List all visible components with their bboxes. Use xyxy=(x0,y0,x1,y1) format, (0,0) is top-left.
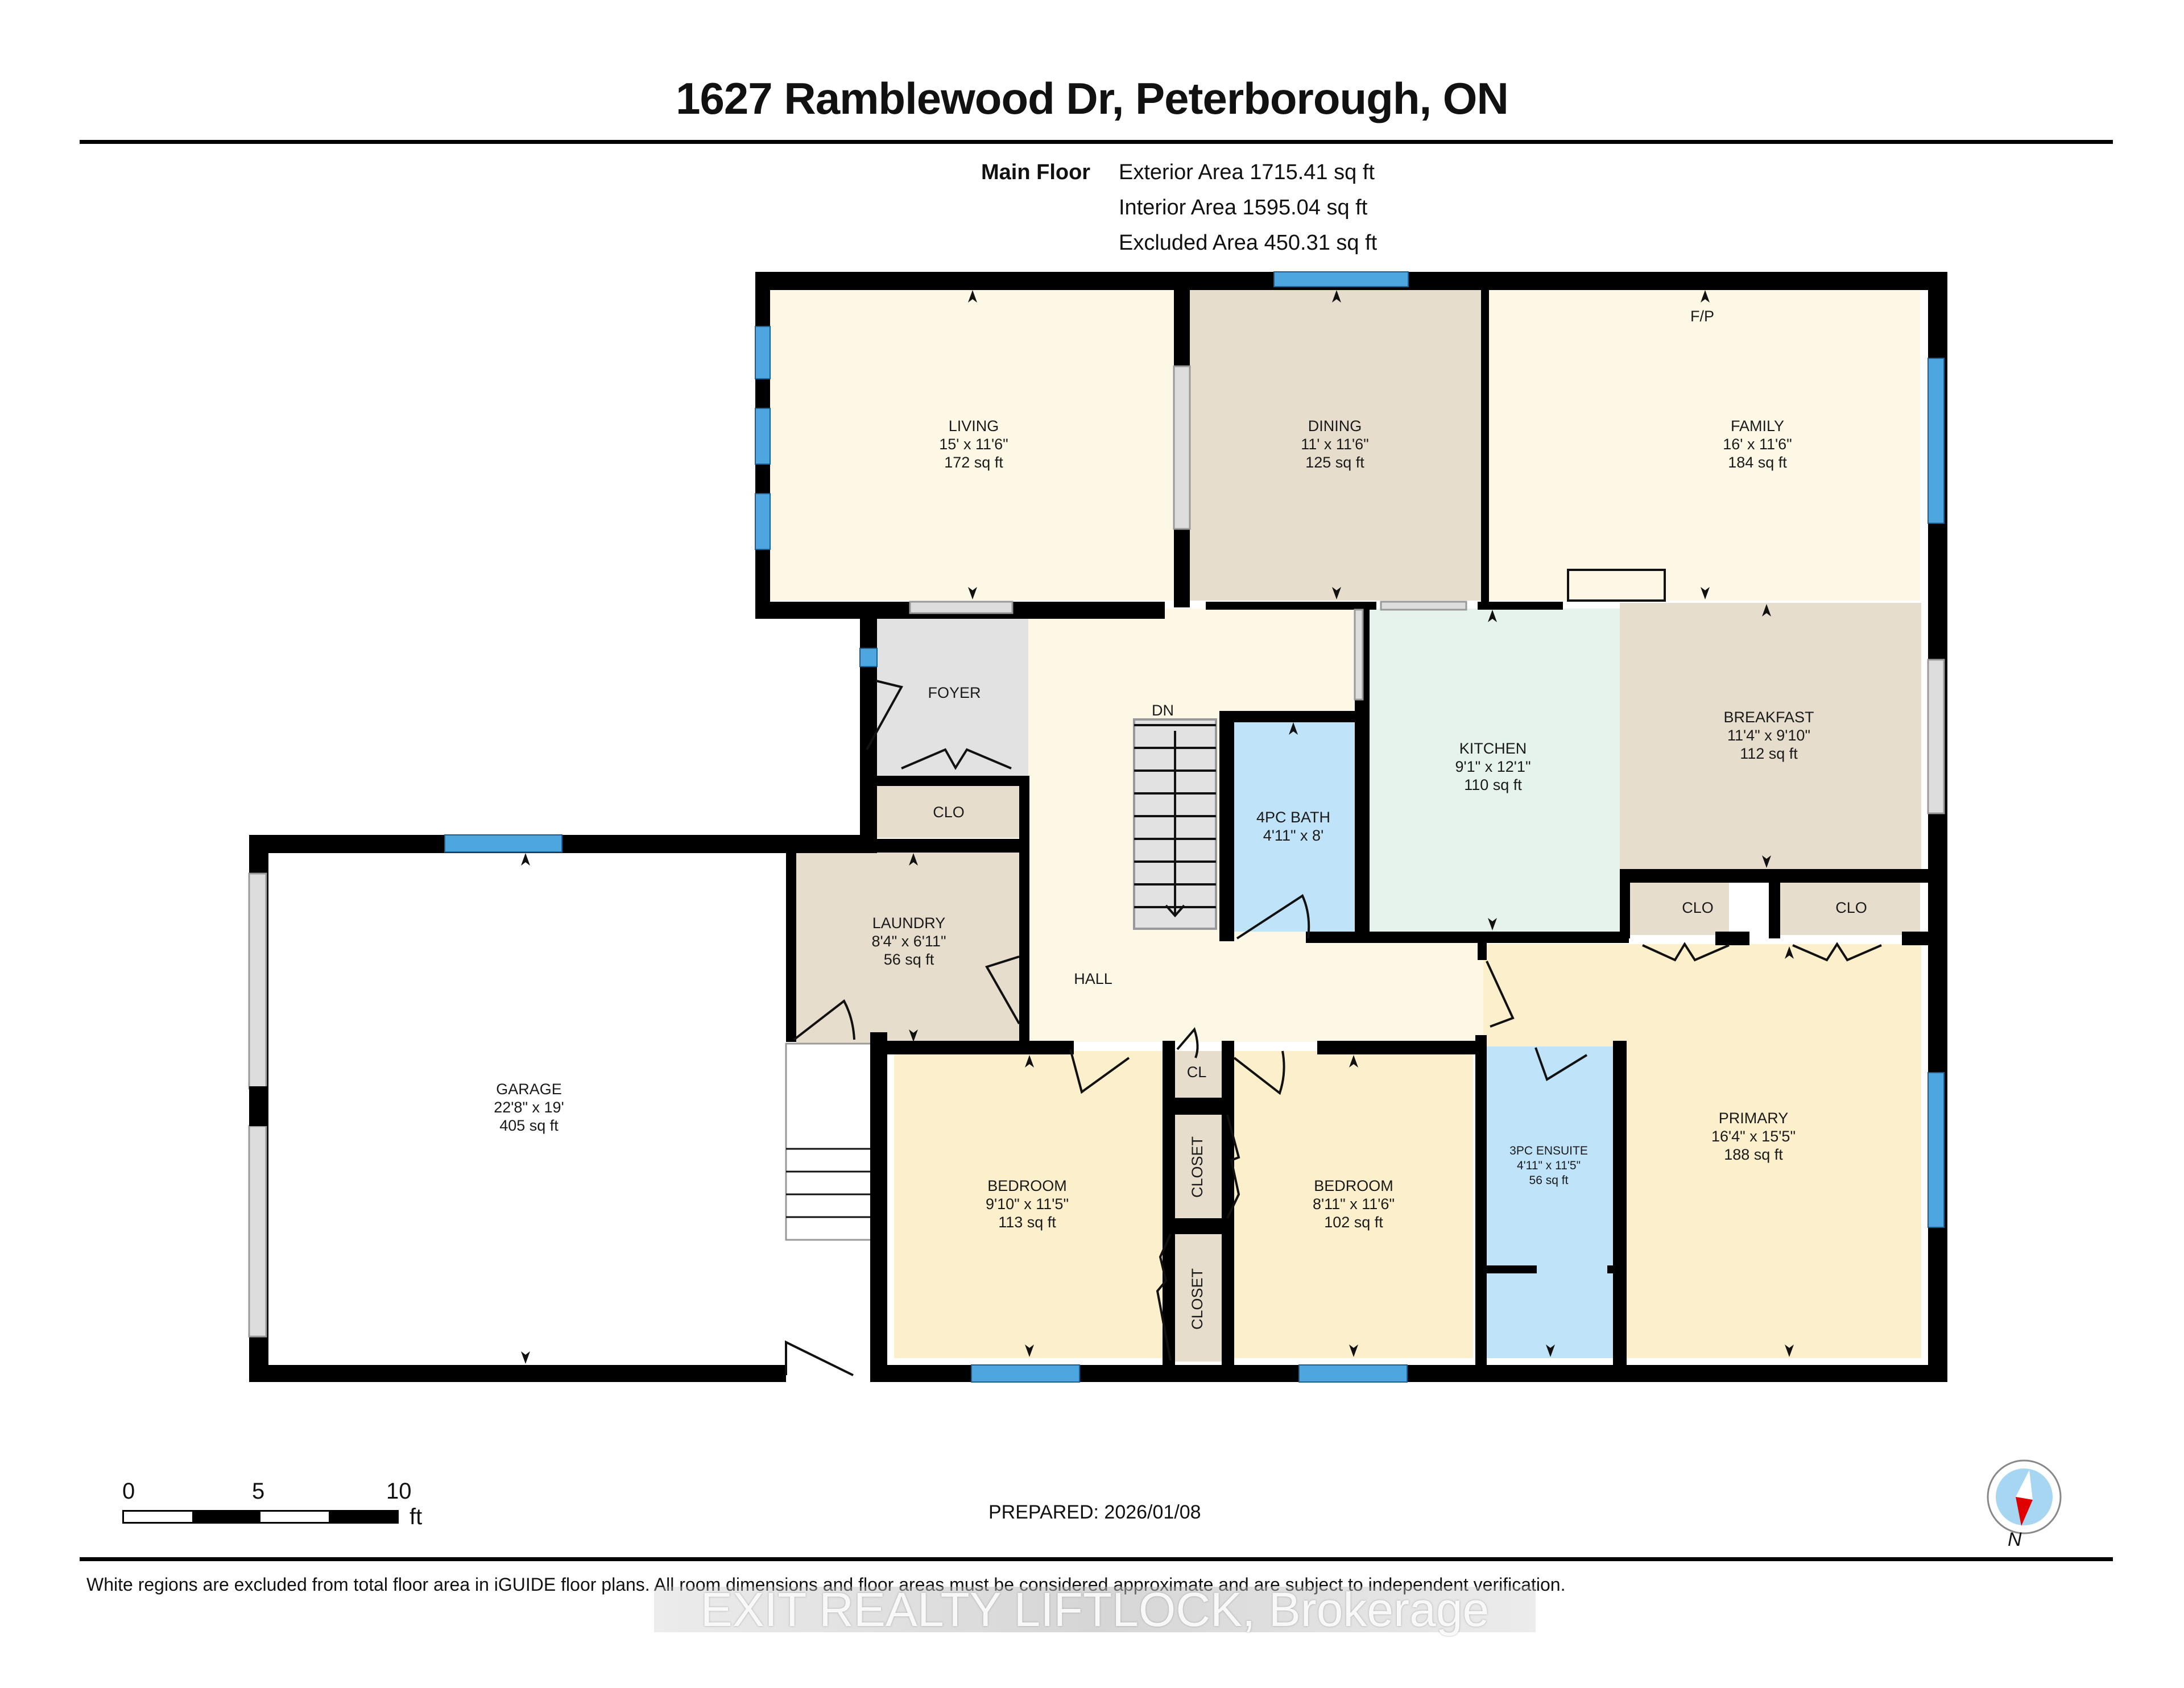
header-divider xyxy=(80,140,2113,144)
svg-text:FAMILY: FAMILY xyxy=(1731,417,1784,435)
svg-text:LAUNDRY: LAUNDRY xyxy=(872,915,946,932)
svg-text:FOYER: FOYER xyxy=(928,684,981,701)
svg-text:CLO: CLO xyxy=(933,804,965,821)
stair-treads xyxy=(1134,724,1216,918)
svg-text:4'11" x 8': 4'11" x 8' xyxy=(1263,827,1323,844)
window-foyer xyxy=(859,648,878,667)
kitchen xyxy=(1370,609,1620,933)
svg-text:16' x 11'6": 16' x 11'6" xyxy=(1723,436,1792,453)
svg-text:184 sq ft: 184 sq ft xyxy=(1728,454,1787,471)
svg-text:4'11" x 11'5": 4'11" x 11'5" xyxy=(1517,1159,1581,1172)
bath-4pc xyxy=(1234,721,1355,932)
sliding-doors xyxy=(248,365,1945,1338)
svg-text:102 sq ft: 102 sq ft xyxy=(1324,1214,1383,1231)
window-living-3 xyxy=(755,493,771,550)
svg-text:LIVING: LIVING xyxy=(949,417,999,435)
closet-lower xyxy=(1170,1234,1227,1362)
window-family-right xyxy=(1927,358,1945,524)
breakfast-room xyxy=(1620,603,1921,869)
floor-name: Main Floor xyxy=(981,160,1091,184)
svg-text:CLOSET: CLOSET xyxy=(1189,1268,1206,1330)
foyer xyxy=(876,609,1028,777)
family-room xyxy=(1488,289,1920,601)
svg-text:11' x 11'6": 11' x 11'6" xyxy=(1301,436,1368,453)
exterior-area: Exterior Area 1715.41 sq ft xyxy=(1119,160,1375,184)
svg-text:4PC BATH: 4PC BATH xyxy=(1256,809,1330,826)
bedroom-2 xyxy=(1234,1051,1473,1358)
doors xyxy=(785,680,1882,1376)
svg-text:HALL: HALL xyxy=(1074,970,1112,987)
primary-closet-right xyxy=(1778,880,1920,935)
garage-post xyxy=(249,1086,268,1126)
svg-text:8'4" x 6'11": 8'4" x 6'11" xyxy=(871,933,946,950)
window-bedroom2 xyxy=(1298,1364,1408,1383)
laundry-room xyxy=(796,851,1019,1044)
room-labels: LIVING 15' x 11'6" 172 sq ft DINING 11' … xyxy=(494,308,1867,1330)
svg-text:BREAKFAST: BREAKFAST xyxy=(1723,709,1814,726)
window-garage-top xyxy=(444,834,562,853)
svg-text:188 sq ft: 188 sq ft xyxy=(1724,1146,1783,1163)
window-primary-right xyxy=(1927,1072,1945,1228)
svg-text:172 sq ft: 172 sq ft xyxy=(944,454,1003,471)
foyer-closet xyxy=(876,784,1019,838)
excluded-area: Excluded Area 450.31 sq ft xyxy=(1119,231,1378,255)
svg-text:9'10" x 11'5": 9'10" x 11'5" xyxy=(986,1195,1069,1213)
svg-text:405 sq ft: 405 sq ft xyxy=(499,1117,559,1134)
svg-text:CL: CL xyxy=(1187,1064,1207,1081)
compass-north-label: N xyxy=(2008,1529,2022,1550)
page-title: 1627 Ramblewood Dr, Peterborough, ON xyxy=(676,73,1509,123)
svg-text:56 sq ft: 56 sq ft xyxy=(884,951,934,968)
dimension-arrows xyxy=(521,290,1794,1364)
compass-icon xyxy=(1987,1459,2062,1534)
svg-text:56 sq ft: 56 sq ft xyxy=(1529,1174,1569,1187)
svg-text:16'4" x 15'5": 16'4" x 15'5" xyxy=(1711,1128,1796,1145)
primary-ensuite-overlay xyxy=(1486,1046,1618,1358)
scale-tick-5: 5 xyxy=(252,1479,265,1504)
svg-text:PRIMARY: PRIMARY xyxy=(1719,1110,1789,1127)
fireplace xyxy=(1567,569,1666,602)
svg-text:CLO: CLO xyxy=(1682,899,1714,916)
svg-text:110 sq ft: 110 sq ft xyxy=(1464,776,1522,793)
primary-closet-left xyxy=(1628,880,1729,935)
living-room xyxy=(769,289,1174,601)
svg-text:22'8" x 19': 22'8" x 19' xyxy=(494,1099,564,1116)
svg-text:DN: DN xyxy=(1152,702,1174,719)
svg-text:DINING: DINING xyxy=(1308,417,1362,435)
garage-steps xyxy=(785,1042,882,1241)
svg-text:9'1" x 12'1": 9'1" x 12'1" xyxy=(1455,758,1531,775)
svg-text:F/P: F/P xyxy=(1690,308,1714,325)
dining-room xyxy=(1190,289,1481,601)
svg-text:BEDROOM: BEDROOM xyxy=(1314,1177,1393,1194)
closet-upper xyxy=(1170,1115,1227,1218)
scale-segments xyxy=(122,1510,399,1524)
window-living-2 xyxy=(755,408,771,465)
svg-text:BEDROOM: BEDROOM xyxy=(987,1177,1067,1194)
scale-unit: ft xyxy=(410,1504,423,1529)
hall-closet xyxy=(1170,1051,1227,1103)
svg-text:CLOSET: CLOSET xyxy=(1189,1136,1206,1198)
svg-text:11'4" x 9'10": 11'4" x 9'10" xyxy=(1727,727,1810,744)
windows xyxy=(444,271,1945,1383)
brokerage-watermark: EXIT REALTY LIFTLOCK, Brokerage xyxy=(654,1586,1536,1633)
svg-text:3PC ENSUITE: 3PC ENSUITE xyxy=(1509,1144,1588,1157)
window-dining-top xyxy=(1273,271,1409,287)
svg-text:8'11" x 11'6": 8'11" x 11'6" xyxy=(1313,1195,1395,1213)
prepared-date: PREPARED: 2026/01/08 xyxy=(988,1501,1201,1523)
window-bedroom1 xyxy=(971,1364,1080,1383)
svg-text:CLO: CLO xyxy=(1835,899,1867,916)
interior-area: Interior Area 1595.04 sq ft xyxy=(1119,196,1368,220)
bedroom-1 xyxy=(894,1051,1164,1358)
svg-text:125 sq ft: 125 sq ft xyxy=(1305,454,1364,471)
svg-text:KITCHEN: KITCHEN xyxy=(1459,740,1527,757)
svg-text:113 sq ft: 113 sq ft xyxy=(998,1214,1056,1231)
svg-text:112 sq ft: 112 sq ft xyxy=(1740,745,1798,762)
garage xyxy=(268,851,786,1368)
scale-tick-0: 0 xyxy=(122,1479,135,1504)
scale-tick-10: 10 xyxy=(386,1479,412,1504)
svg-text:GARAGE: GARAGE xyxy=(496,1081,562,1098)
footer-divider xyxy=(80,1557,2113,1561)
svg-text:15' x 11'6": 15' x 11'6" xyxy=(939,436,1008,453)
window-living-1 xyxy=(755,326,771,379)
